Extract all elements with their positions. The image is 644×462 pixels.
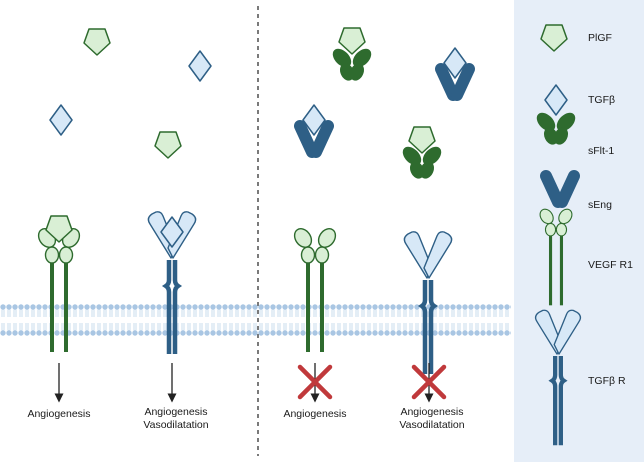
- outcome-label: Angiogenesis: [144, 406, 207, 418]
- legend-panel: [514, 0, 644, 462]
- outcome-label: Vasodilatation: [399, 419, 464, 431]
- legend-label: TGFβ R: [588, 375, 626, 387]
- plgf-molecule: [83, 28, 111, 56]
- tgfb-receptor: [404, 232, 451, 374]
- legend-label: VEGF R1: [588, 259, 633, 271]
- legend-label: sEng: [588, 199, 612, 211]
- legend-label: PlGF: [588, 32, 612, 44]
- legend-label: sFlt-1: [588, 145, 614, 157]
- outcome-label: Vasodilatation: [143, 419, 208, 431]
- outcome-label: Angiogenesis: [400, 406, 463, 418]
- plgf-molecule: [154, 131, 182, 159]
- outcome-label: Angiogenesis: [27, 408, 90, 420]
- tgfb-molecule: [188, 50, 212, 82]
- cell-membrane: [0, 304, 511, 336]
- tgfb-molecule: [49, 104, 73, 136]
- legend-label: TGFβ: [588, 94, 615, 106]
- outcome-label: Angiogenesis: [283, 408, 346, 420]
